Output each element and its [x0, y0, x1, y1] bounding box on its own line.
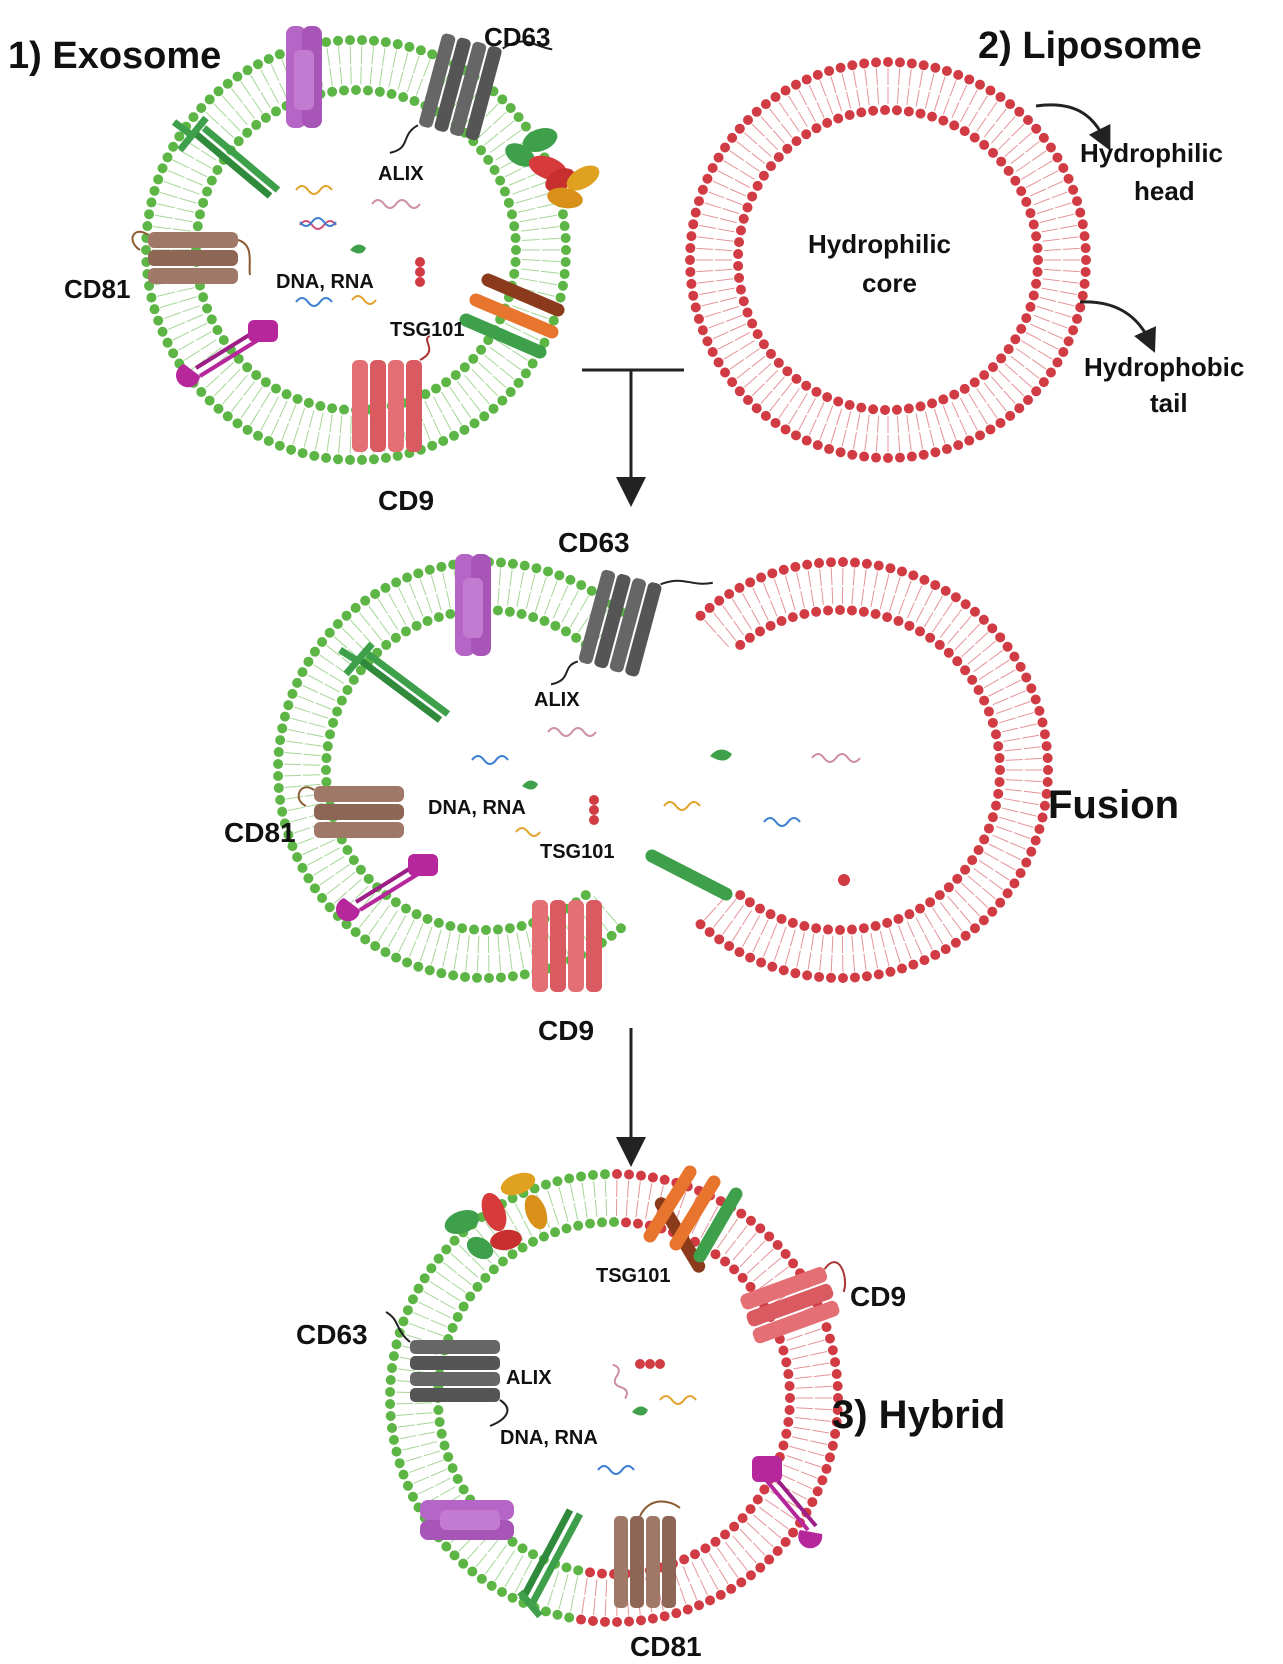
exosome-membrane — [141, 35, 571, 465]
lipo-head-label-2: head — [1134, 176, 1195, 206]
cd81-protein — [131, 230, 251, 284]
exo-cd81-label: CD81 — [64, 274, 130, 304]
fusion-cd9-label: CD9 — [538, 1015, 594, 1046]
purple-transmembrane-protein — [420, 1500, 514, 1540]
hybrid-vesicle — [385, 1165, 846, 1627]
exosome-cargo — [295, 185, 425, 307]
fusion-vesicle — [273, 554, 1053, 992]
lipo-core-label-1: Hydrophilic — [808, 229, 951, 259]
exosome-title: 1) Exosome — [8, 35, 221, 77]
fusion-alix-label: ALIX — [534, 689, 580, 711]
fusion-tsg101-label: TSG101 — [540, 841, 614, 863]
tsg101-bars — [459, 273, 565, 359]
hybrid-title: 3) Hybrid — [832, 1393, 1005, 1437]
cd63-protein — [385, 1311, 509, 1427]
cd63-protein — [550, 569, 714, 686]
integrin-cluster — [444, 1172, 548, 1260]
hybrid-cd81-label: CD81 — [630, 1631, 702, 1662]
lipo-tail-label-1: Hydrophobic — [1084, 352, 1244, 382]
exosome-vesicle — [131, 26, 600, 465]
fusion-title: Fusion — [1048, 783, 1179, 827]
purple-transmembrane-protein — [455, 554, 491, 656]
exo-alix-label: ALIX — [378, 163, 424, 185]
exo-cd63-label: CD63 — [484, 22, 550, 52]
hybrid-cd63-label: CD63 — [296, 1319, 368, 1350]
lipo-tail-label-2: tail — [1150, 388, 1188, 418]
magenta-receptor — [752, 1456, 823, 1549]
cd9-protein — [352, 335, 431, 452]
green-receptor — [171, 115, 281, 199]
merge-connector — [582, 368, 684, 507]
green-receptor — [517, 1508, 584, 1619]
magenta-receptor — [176, 320, 278, 388]
tail-pointer-arrow — [1079, 300, 1156, 353]
hybrid-alix-label: ALIX — [506, 1367, 552, 1389]
tsg101-bar — [645, 849, 733, 901]
exo-dna-rna-label: DNA, RNA — [276, 271, 374, 293]
integrin-cluster — [505, 127, 600, 209]
liposome-title: 2) Liposome — [978, 25, 1202, 67]
magenta-receptor — [336, 854, 438, 922]
fusion-cd63-label: CD63 — [558, 527, 630, 558]
hybrid-cd9-label: CD9 — [850, 1281, 906, 1312]
exo-cd9-label: CD9 — [378, 485, 434, 516]
cd81-protein — [614, 1500, 681, 1608]
green-receptor — [338, 641, 451, 723]
liposome-vesicle — [685, 57, 1156, 463]
exo-tsg101-label: TSG101 — [390, 319, 464, 341]
fusion-dna-rna-label: DNA, RNA — [428, 797, 526, 819]
lipo-head-label-1: Hydrophilic — [1080, 138, 1223, 168]
hybrid-cargo — [597, 1359, 697, 1475]
head-pointer-arrow — [1035, 103, 1111, 151]
hybrid-dna-rna-label: DNA, RNA — [500, 1427, 598, 1449]
cd63-protein — [389, 33, 553, 154]
tsg101-bars — [643, 1165, 743, 1273]
fusion-cargo — [471, 727, 861, 886]
purple-transmembrane-protein — [286, 26, 322, 128]
hybrid-tsg101-label: TSG101 — [596, 1265, 670, 1287]
fusion-membrane — [273, 557, 1053, 983]
lipo-core-label-2: core — [862, 268, 917, 298]
cd9-protein — [532, 900, 602, 992]
cd9-protein — [740, 1261, 846, 1344]
liposome-membrane — [685, 57, 1091, 463]
cd81-protein — [297, 786, 404, 838]
fusion-cd81-label: CD81 — [224, 817, 296, 848]
